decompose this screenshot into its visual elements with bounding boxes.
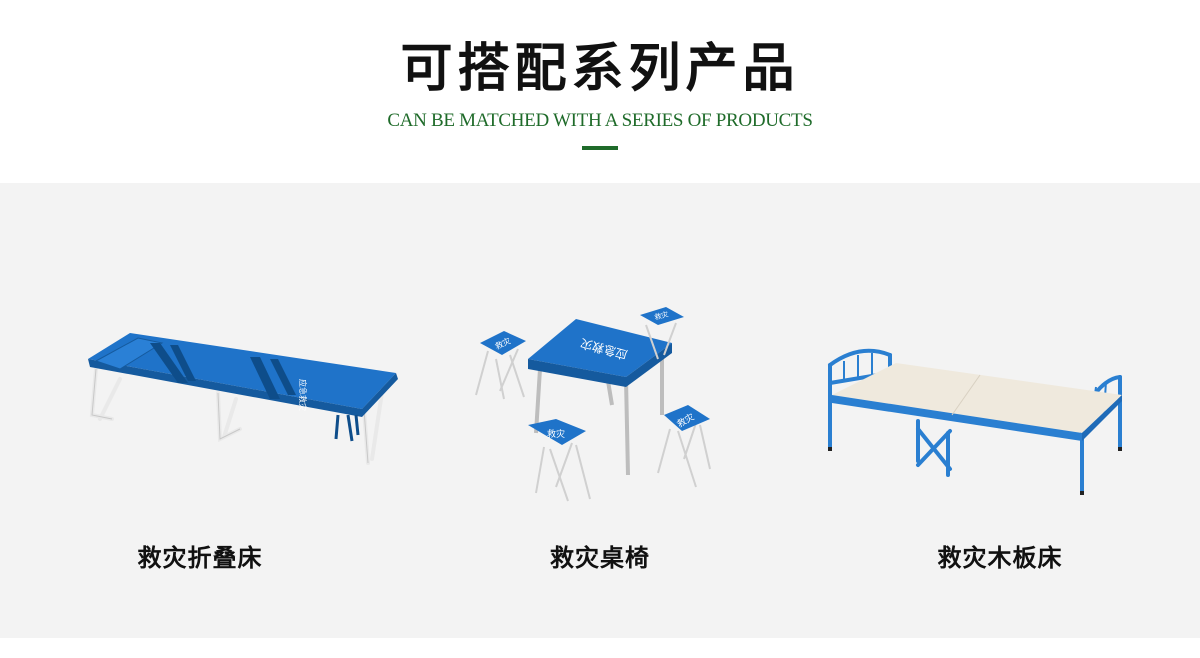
table-chairs-image: 应急救灾 救灾 救灾 <box>475 307 711 502</box>
wooden-bed-image <box>828 348 1122 495</box>
page-header: 可搭配系列产品 CAN BE MATCHED WITH A SERIES OF … <box>0 0 1200 183</box>
folding-bed-print: 应急救灾 <box>298 379 308 411</box>
page-subtitle: CAN BE MATCHED WITH A SERIES OF PRODUCTS <box>387 110 813 131</box>
product-card-folding-bed[interactable]: 应急救灾 救灾折叠床 <box>0 183 400 638</box>
stool-back: 救灾 <box>640 307 684 360</box>
product-card-wooden-bed[interactable]: 救灾木板床 <box>800 183 1200 638</box>
stool-print-1: 救灾 <box>653 309 669 321</box>
stool-print-3: 救灾 <box>547 428 565 440</box>
product-label-folding-bed: 救灾折叠床 <box>137 543 263 572</box>
stool-right: 救灾 <box>657 405 711 488</box>
title-divider <box>582 146 618 150</box>
stool-left: 救灾 <box>475 331 526 400</box>
product-label-wooden-bed: 救灾木板床 <box>937 543 1063 572</box>
stool-front: 救灾 <box>528 419 591 502</box>
page-title: 可搭配系列产品 <box>400 38 800 99</box>
product-card-table-chairs[interactable]: 应急救灾 救灾 救灾 <box>400 183 800 638</box>
product-panel: 应急救灾 救灾折叠床 应急救灾 救灾 <box>0 183 1200 638</box>
product-label-table-chairs: 救灾桌椅 <box>550 543 650 572</box>
folding-bed-image: 应急救灾 <box>88 333 398 465</box>
